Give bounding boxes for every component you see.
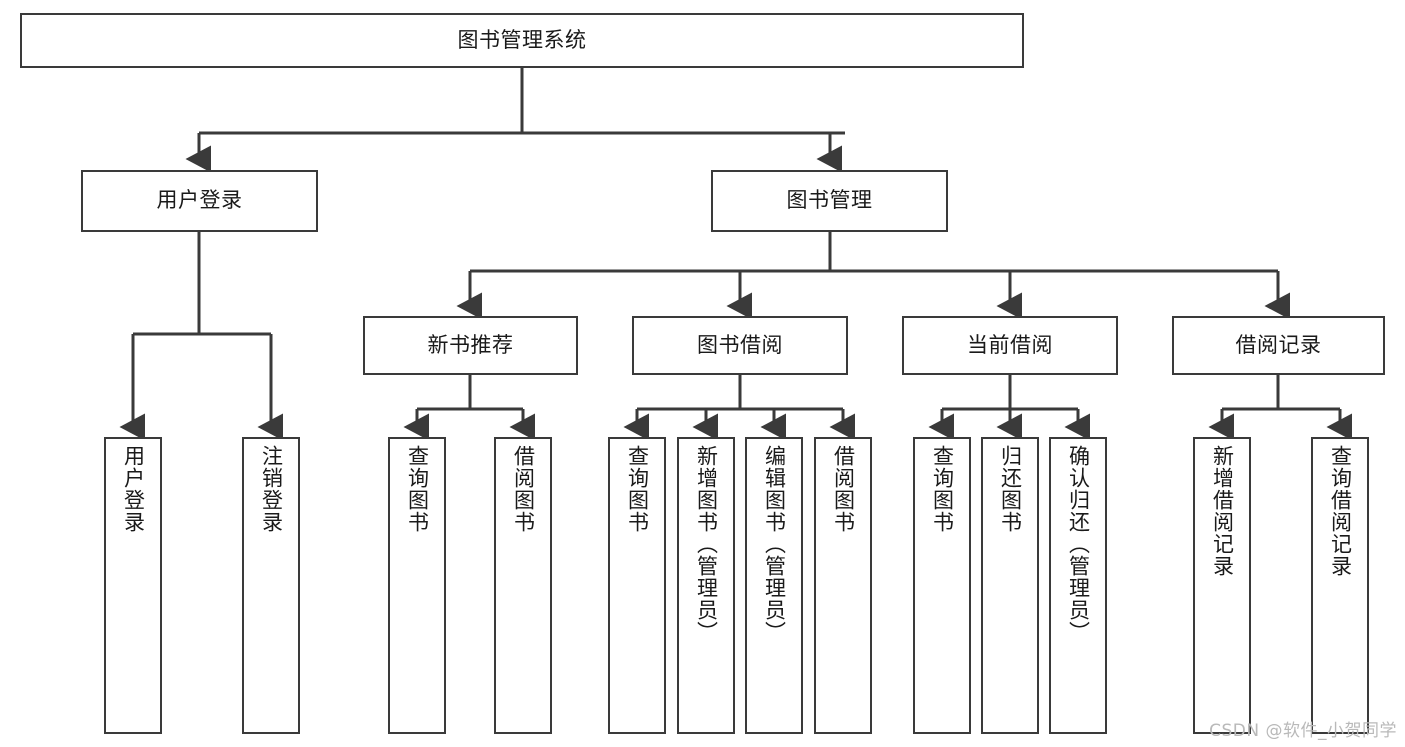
node-label: 查询图书 — [625, 445, 650, 533]
leaf-current-borrow-confirm-return-admin[interactable]: 确认归还（管理员） — [1049, 437, 1107, 734]
leaf-book-borrow-edit-book-admin[interactable]: 编辑图书（管理员） — [745, 437, 803, 734]
leaf-user-login-login[interactable]: 用户登录 — [104, 437, 162, 734]
node-book-borrow[interactable]: 图书借阅 — [632, 316, 848, 375]
node-label: 借阅图书 — [511, 445, 536, 533]
node-label: 新书推荐 — [427, 332, 514, 357]
leaf-book-borrow-add-book-admin[interactable]: 新增图书（管理员） — [677, 437, 735, 734]
leaf-user-login-logout[interactable]: 注销登录 — [242, 437, 300, 734]
node-label: 查询图书 — [930, 445, 955, 533]
node-label: 编辑图书（管理员） — [762, 445, 787, 643]
node-label: 当前借阅 — [967, 332, 1053, 357]
leaf-current-borrow-return-book[interactable]: 归还图书 — [981, 437, 1039, 734]
node-label: 归还图书 — [998, 445, 1023, 533]
node-borrow-record[interactable]: 借阅记录 — [1172, 316, 1385, 375]
node-label: 新增借阅记录 — [1210, 445, 1235, 577]
node-new-book-recommend[interactable]: 新书推荐 — [363, 316, 578, 375]
node-root-book-management-system[interactable]: 图书管理系统 — [20, 13, 1024, 68]
leaf-book-borrow-query-book[interactable]: 查询图书 — [608, 437, 666, 734]
node-book-management[interactable]: 图书管理 — [711, 170, 948, 232]
node-user-login[interactable]: 用户登录 — [81, 170, 318, 232]
node-label: 确认归还（管理员） — [1066, 445, 1091, 643]
node-label: 查询图书 — [405, 445, 430, 533]
node-label: 借阅记录 — [1235, 332, 1322, 357]
node-label: 新增图书（管理员） — [694, 445, 719, 643]
node-label: 注销登录 — [259, 445, 284, 533]
node-label: 借阅图书 — [831, 445, 856, 533]
node-current-borrow[interactable]: 当前借阅 — [902, 316, 1118, 375]
node-label: 图书管理系统 — [457, 27, 587, 52]
node-label: 图书借阅 — [697, 332, 783, 357]
leaf-borrow-record-add-record[interactable]: 新增借阅记录 — [1193, 437, 1251, 734]
node-label: 用户登录 — [156, 188, 243, 213]
leaf-current-borrow-query-book[interactable]: 查询图书 — [913, 437, 971, 734]
node-label: 用户登录 — [121, 445, 146, 533]
csdn-watermark: CSDN @软件_小贺同学 — [1209, 721, 1397, 741]
leaf-new-book-borrow-book[interactable]: 借阅图书 — [494, 437, 552, 734]
node-label: 图书管理 — [786, 188, 873, 213]
leaf-borrow-record-query-record[interactable]: 查询借阅记录 — [1311, 437, 1369, 734]
leaf-new-book-query-book[interactable]: 查询图书 — [388, 437, 446, 734]
node-label: 查询借阅记录 — [1328, 445, 1353, 577]
leaf-book-borrow-borrow-book[interactable]: 借阅图书 — [814, 437, 872, 734]
